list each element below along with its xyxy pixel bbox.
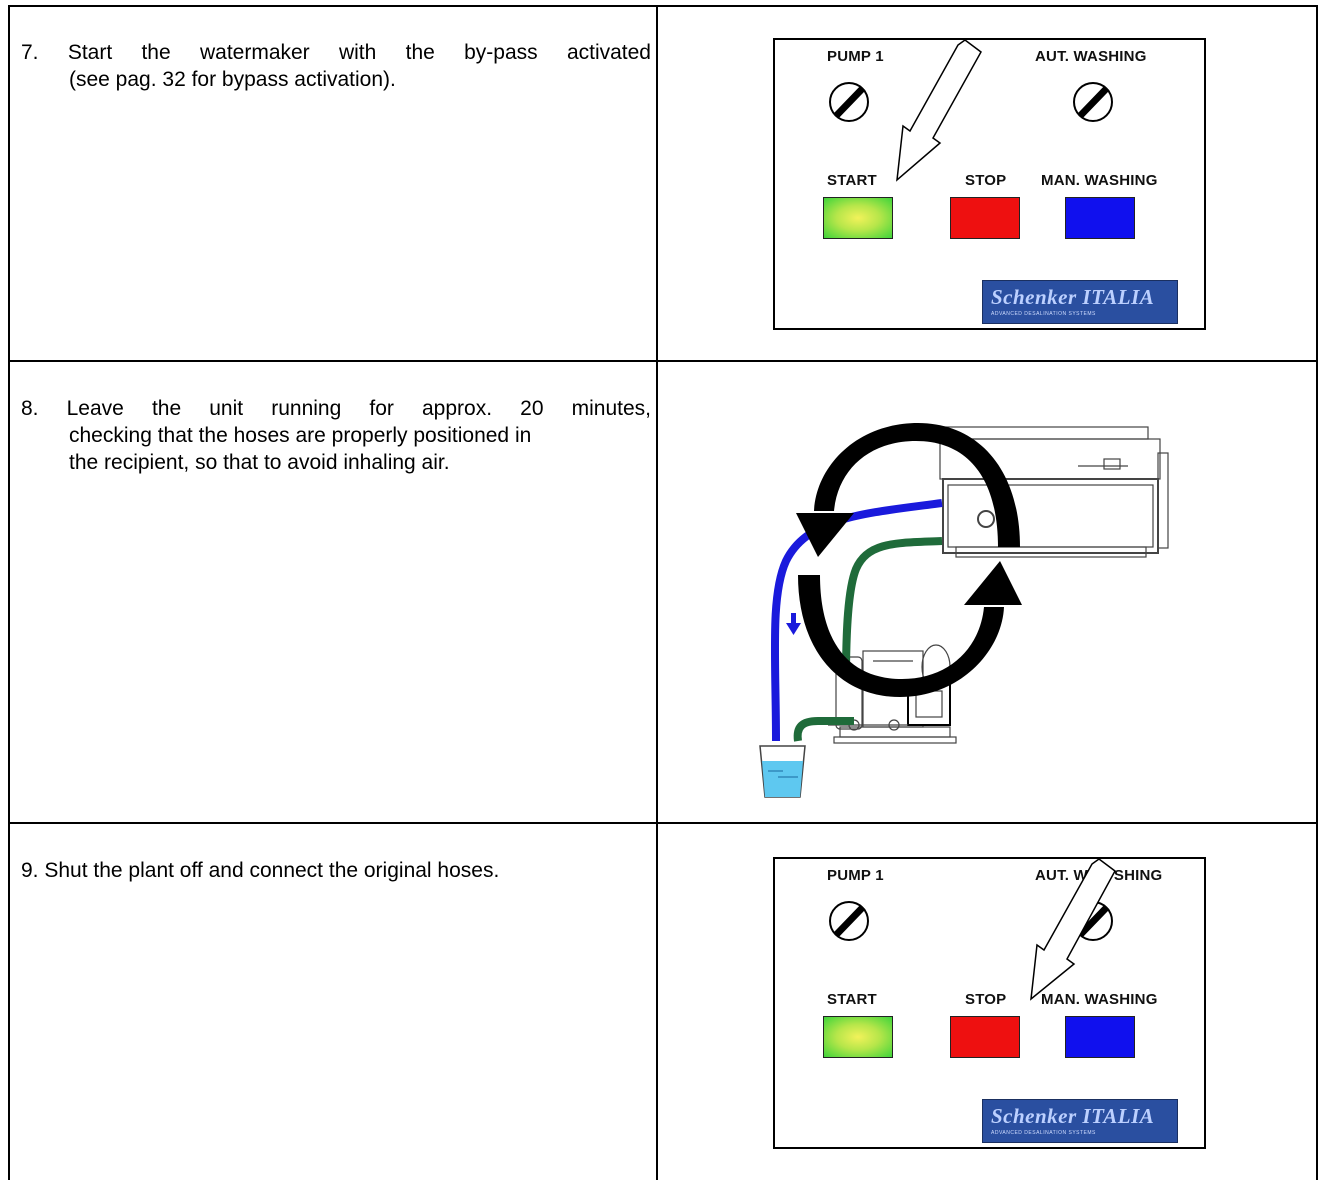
stop-button-bottom[interactable]	[950, 1016, 1020, 1058]
step-7-text-cell: 7. Start the watermaker with the by-pass…	[8, 5, 658, 361]
logo-text-bottom: Schenker ITALIA	[991, 1104, 1155, 1128]
control-panel-top: PUMP 1 AUT. WASHING START STOP MAN. WASH…	[773, 38, 1206, 330]
pump-1-label: PUMP 1	[827, 48, 884, 65]
step-8-text: 8. Leave the unit running for approx. 20…	[21, 395, 651, 476]
table-row-step-7: 7. Start the watermaker with the by-pass…	[8, 5, 1318, 361]
control-panel-bottom: PUMP 1 AUT. W SHING START STOP MAN. WASHI…	[773, 857, 1206, 1149]
stop-label-bottom: STOP	[965, 991, 1007, 1008]
green-hose-lower	[793, 717, 854, 742]
circular-arrows-icon	[796, 423, 1022, 697]
blue-hose	[770, 499, 943, 742]
row-divider-2	[8, 822, 1318, 824]
step-8-number: 8.	[21, 397, 39, 420]
step-8-line-2: checking that the hoses are properly pos…	[69, 424, 532, 447]
flow-arrow-icon	[786, 613, 801, 635]
step-7-text: 7. Start the watermaker with the by-pass…	[21, 39, 651, 93]
step-9-text-cell: 9. Shut the plant off and connect the or…	[8, 823, 658, 1180]
step-9-figure-cell: PUMP 1 AUT. W SHING START STOP MAN. WASHI…	[658, 823, 1318, 1180]
logo-subtext-bottom: ADVANCED DESALINATION SYSTEMS	[991, 1130, 1096, 1136]
schenker-italia-logo: Schenker ITALIA ADVANCED DESALINATION SY…	[982, 280, 1178, 324]
start-button-bottom[interactable]	[823, 1016, 893, 1058]
start-label-bottom: START	[827, 991, 877, 1008]
aut-washing-selector-icon	[1073, 82, 1113, 122]
table-row-step-8: 8. Leave the unit running for approx. 20…	[8, 361, 1318, 823]
step-9-text: 9. Shut the plant off and connect the or…	[21, 857, 651, 884]
table-left-border	[8, 5, 10, 1180]
instruction-table: 7. Start the watermaker with the by-pass…	[8, 5, 1318, 1180]
aut-washing-label-bottom: AUT. W SHING	[1035, 867, 1162, 884]
stop-button[interactable]	[950, 197, 1020, 239]
table-right-border	[1316, 5, 1318, 1180]
pump-1-selector-icon-bottom	[829, 901, 869, 941]
table-top-border	[8, 5, 1318, 7]
step-7-number: 7.	[21, 41, 39, 64]
step-8-text-cell: 8. Leave the unit running for approx. 20…	[8, 361, 658, 823]
watermaker-unit	[935, 426, 1169, 558]
step-8-line-3: the recipient, so that to avoid inhaling…	[69, 451, 450, 474]
aut-washing-selector-icon-bottom	[1073, 901, 1113, 941]
water-recipient	[759, 745, 806, 798]
stop-label: STOP	[965, 172, 1007, 189]
pump-1-label-bottom: PUMP 1	[827, 867, 884, 884]
aut-washing-label-start: AUT. W	[1035, 867, 1088, 884]
step-7-line-1: Start the watermaker with the by-pass ac…	[67, 41, 651, 64]
aut-washing-label-end: SHING	[1113, 867, 1163, 884]
aut-washing-label: AUT. WASHING	[1035, 48, 1147, 65]
logo-text: Schenker ITALIA	[991, 285, 1155, 309]
step-8-line-1: Leave the unit running for approx. 20 mi…	[66, 397, 651, 420]
watermaker-circulation-diagram	[759, 423, 1169, 798]
step-8-figure-cell	[658, 361, 1318, 823]
man-washing-button-bottom[interactable]	[1065, 1016, 1135, 1058]
logo-subtext: ADVANCED DESALINATION SYSTEMS	[991, 311, 1096, 317]
green-hose-upper	[842, 537, 943, 680]
start-button[interactable]	[823, 197, 893, 239]
pump-1-selector-icon	[829, 82, 869, 122]
man-washing-label-bottom: MAN. WASHING	[1041, 991, 1158, 1008]
step-7-figure-cell: PUMP 1 AUT. WASHING START STOP MAN. WASH…	[658, 5, 1318, 361]
schenker-italia-logo-bottom: Schenker ITALIA ADVANCED DESALINATION SY…	[982, 1099, 1178, 1143]
step-9-line-1: Shut the plant off and connect the origi…	[44, 859, 500, 882]
row-divider-1	[8, 360, 1318, 362]
step-9-number: 9.	[21, 859, 39, 882]
table-row-step-9: 9. Shut the plant off and connect the or…	[8, 823, 1318, 1180]
start-label: START	[827, 172, 877, 189]
man-washing-label: MAN. WASHING	[1041, 172, 1158, 189]
man-washing-button[interactable]	[1065, 197, 1135, 239]
step-7-line-2: (see pag. 32 for bypass activation).	[69, 68, 396, 91]
